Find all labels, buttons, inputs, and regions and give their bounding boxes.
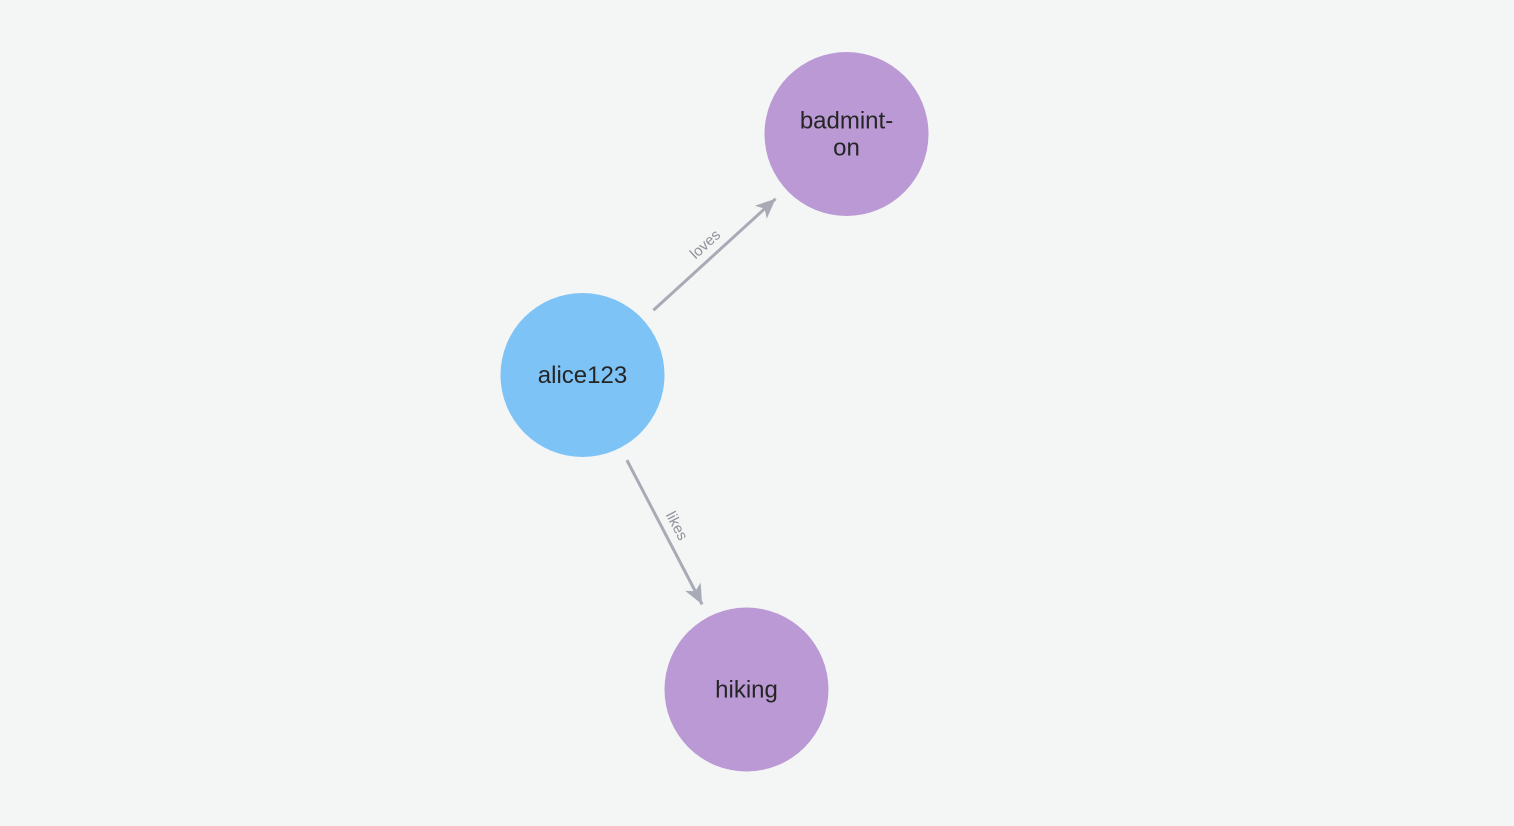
edge-loves-alice123-badminton[interactable] — [652, 197, 777, 312]
node-circle-alice123[interactable] — [500, 293, 665, 457]
edge-likes-alice123-hiking[interactable] — [625, 459, 704, 606]
node-circle-badminton[interactable] — [764, 52, 929, 216]
node-label-hiking: hiking — [715, 676, 778, 703]
edge-label-loves: loves — [687, 226, 724, 262]
node-label-badminton: badmint-on — [800, 107, 893, 161]
node-circle-hiking[interactable] — [664, 607, 829, 772]
node-badminton[interactable]: badmint-on — [764, 52, 929, 216]
node-label-alice123: alice123 — [538, 362, 627, 389]
node-hiking[interactable]: hiking — [664, 607, 829, 772]
node-alice123[interactable]: alice123 — [500, 293, 665, 457]
